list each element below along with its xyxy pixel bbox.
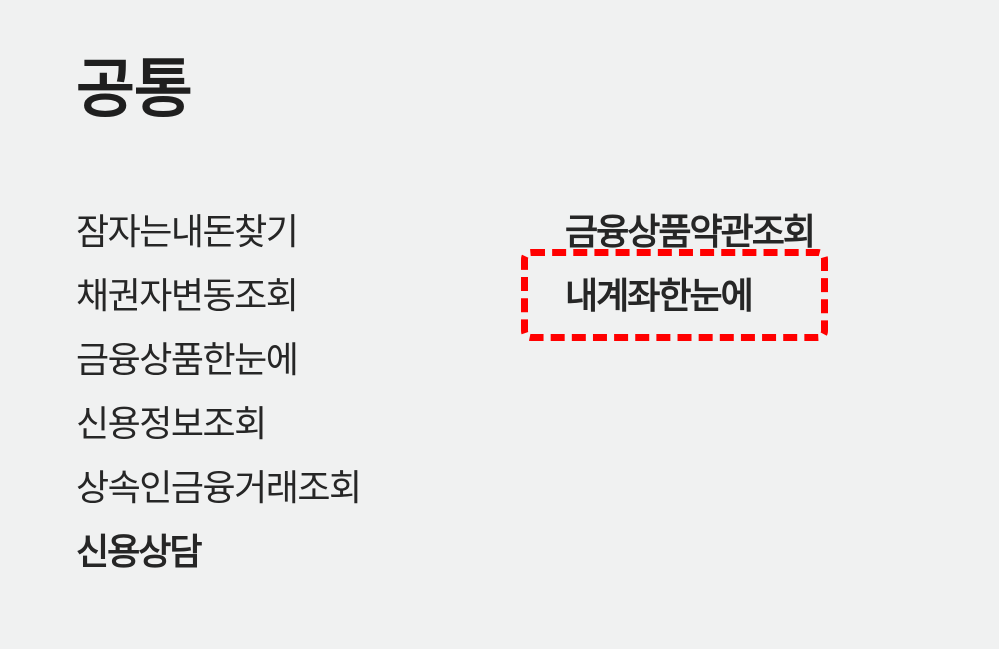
menu-item-my-accounts[interactable]: 내계좌한눈에 xyxy=(565,276,754,317)
right-menu-list: 금융상품약관조회 내계좌한눈에 xyxy=(565,203,816,331)
menu-item-credit-counseling[interactable]: 신용상담 xyxy=(76,532,202,573)
menu-item-financial-products[interactable]: 금융상품한눈에 xyxy=(76,340,299,381)
menu-item-product-terms[interactable]: 금융상품약관조회 xyxy=(565,212,816,253)
left-menu-list: 잠자는내돈찾기 채권자변동조회 금융상품한눈에 신용정보조회 상속인금융거래조회… xyxy=(76,203,362,587)
section-title: 공통 xyxy=(76,53,193,127)
menu-item-dormant-money[interactable]: 잠자는내돈찾기 xyxy=(76,212,299,253)
menu-item-credit-info[interactable]: 신용정보조회 xyxy=(76,404,267,445)
menu-item-inheritance-inquiry[interactable]: 상속인금융거래조회 xyxy=(76,468,362,509)
menu-item-creditor-change[interactable]: 채권자변동조회 xyxy=(76,276,299,317)
